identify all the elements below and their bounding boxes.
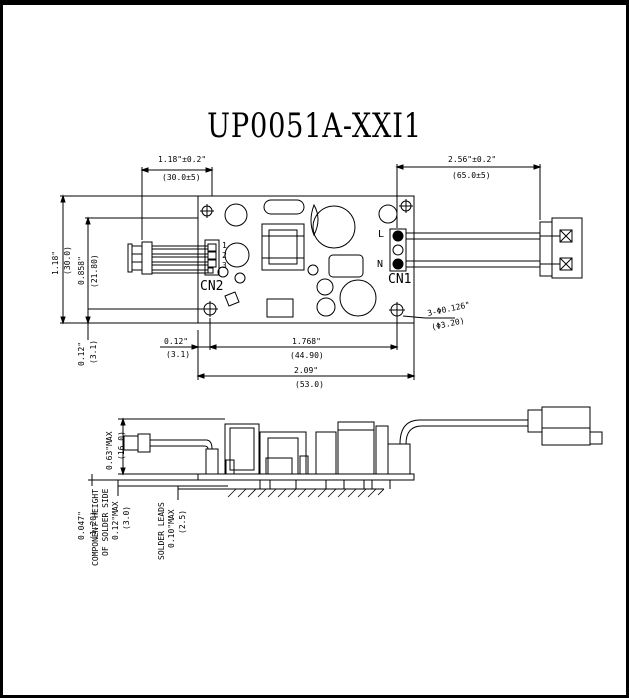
mounting-hole (200, 204, 214, 218)
comp-height-mm: (3.0) (122, 506, 131, 530)
transformer (261, 223, 305, 271)
dim-cn1-offset-mm: (65.0±5) (452, 171, 491, 180)
capacitor (224, 203, 248, 227)
cn2-label: CN2 (200, 279, 223, 294)
solder-mm: (2.5) (178, 510, 187, 534)
hole-spec: 3-Φ0.126" (427, 300, 471, 318)
cn1-side (387, 443, 411, 475)
dim-cn1-offset: 2.56"±0.2" (448, 155, 496, 164)
dim-cn2-height: 0.858" (77, 256, 86, 285)
dim-cn2-offset: 1.18"±0.2" (158, 155, 206, 164)
mounting-hole (399, 199, 413, 213)
dim-edge-mm: (3.1) (89, 340, 98, 364)
dim-board-mm: (1.20) (89, 511, 98, 540)
dim-max-height: 0.63"MAX (105, 431, 114, 470)
dim-cn2-height-mm: (21.80) (90, 254, 99, 288)
dim-height: 1.18" (51, 251, 60, 275)
transformer-side (224, 423, 260, 475)
drawing-title: UP0051A-XXI1 (207, 106, 422, 146)
cn1-connector (389, 228, 407, 272)
dim-height-mm: (30.0) (63, 246, 72, 275)
hole-spec-mm: (Φ3.20) (431, 316, 466, 332)
cn2-plug (141, 241, 153, 275)
dim-hole-left: 0.12" (164, 337, 188, 346)
comp-height-label-1: COMPONENT HEIGHT (91, 489, 100, 566)
cn2-pin-3: 3 (222, 261, 227, 270)
bulk-capacitor-side (337, 421, 375, 475)
capacitor (339, 279, 377, 317)
cn1-label: CN1 (388, 272, 411, 287)
pcb-side (197, 473, 415, 481)
pcb-outline (197, 195, 415, 324)
dim-edge: 0.12" (77, 342, 86, 366)
mounting-hole (389, 302, 405, 318)
top-view (60, 164, 583, 380)
dim-hole-span-mm: (44.90) (290, 351, 324, 360)
dim-width: 2.09" (294, 366, 318, 375)
dim-hole-left-mm: (3.1) (166, 350, 190, 359)
dim-hole-span: 1.768" (292, 337, 321, 346)
bulk-capacitor (312, 205, 356, 249)
solder-value: 0.10"MAX (167, 509, 176, 548)
cn2-plug-side (123, 435, 139, 451)
cn1-plug-side (541, 406, 591, 446)
cn1-pin-n: N (377, 259, 383, 270)
comp-height-label-2: OF SOLDER SIDE (101, 488, 110, 556)
dim-width-mm: (53.0) (295, 380, 324, 389)
solder-label: SOLDER LEADS (157, 502, 166, 560)
ic-side (265, 457, 293, 475)
side-view (88, 406, 603, 500)
cn2-pin-1: 1 (222, 241, 227, 250)
cn1-plug (539, 221, 553, 277)
capacitor-side (315, 431, 337, 475)
cn1-pin-l: L (378, 229, 384, 240)
comp-height-value: 0.12"MAX (111, 501, 120, 540)
cn2-pin-2: 2 (222, 251, 227, 260)
dim-board: 0.047" (77, 511, 86, 540)
cn2-side (205, 448, 219, 475)
dim-max-height-mm: (16.0) (117, 431, 126, 460)
fuse (263, 199, 305, 215)
ic-chip (266, 298, 294, 318)
dim-cn2-offset-mm: (30.0±5) (162, 173, 201, 182)
